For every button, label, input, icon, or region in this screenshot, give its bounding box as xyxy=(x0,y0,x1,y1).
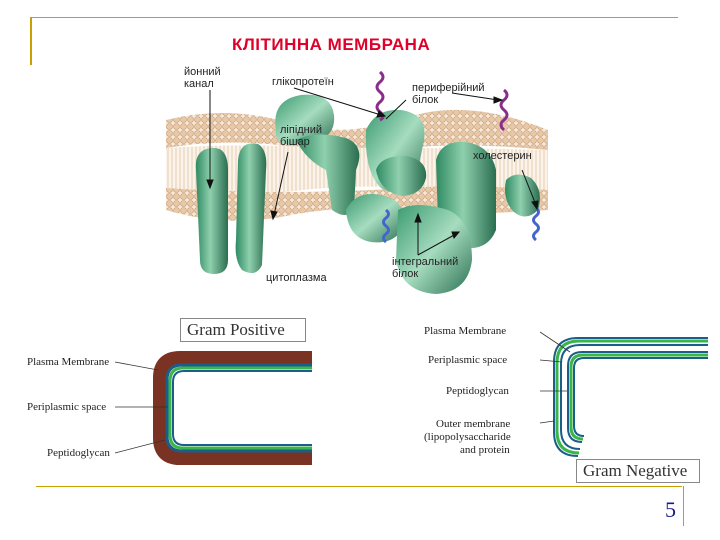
cytoplasm-label: цитоплазма xyxy=(266,272,327,284)
gn-outer-membrane-label: Outer membrane (lipopolysaccharide and p… xyxy=(424,418,540,457)
lipid-bilayer-label: ліпідний бішар xyxy=(280,124,336,148)
cell-membrane-illustration xyxy=(166,60,548,300)
peripheral-protein-text: периферійний білок xyxy=(412,82,485,106)
ion-channel-label: йонний канал xyxy=(184,66,234,90)
bottom-rule xyxy=(36,486,682,487)
top-rule xyxy=(30,17,678,18)
gn-outer-line3: and protein xyxy=(460,444,510,456)
lipid-bilayer-text: ліпідний бішар xyxy=(280,124,323,148)
ion-channel-text: йонний канал xyxy=(184,66,221,90)
gram-positive-title: Gram Positive xyxy=(180,318,306,342)
gn-outer-line1: Outer membrane xyxy=(436,418,511,430)
integral-protein-text: інтегральний білок xyxy=(392,256,459,280)
integral-protein-label: інтегральний білок xyxy=(392,256,472,280)
gram-negative-envelope xyxy=(540,331,708,457)
gn-peptidoglycan-label: Peptidoglycan xyxy=(446,385,509,397)
page-number: 5 xyxy=(665,497,676,522)
left-rule xyxy=(30,17,32,65)
gn-plasma-membrane-label: Plasma Membrane xyxy=(424,325,507,337)
glycoprotein-label: глікопротеїн xyxy=(272,76,334,88)
peripheral-protein-label: периферійний білок xyxy=(412,82,492,106)
gram-positive-envelope xyxy=(114,351,312,465)
gn-outer-line2: (lipopolysaccharide xyxy=(424,431,511,443)
gn-periplasmic-label: Periplasmic space xyxy=(428,354,508,366)
gp-periplasmic-label: Periplasmic space xyxy=(27,401,107,413)
cholesterol-label: холестерин xyxy=(473,150,532,162)
gp-peptidoglycan-label: Peptidoglycan xyxy=(47,447,110,459)
gram-negative-title: Gram Negative xyxy=(576,459,700,483)
right-rule xyxy=(683,486,684,526)
slide-title: КЛІТИННА МЕМБРАНА xyxy=(232,35,431,54)
gp-plasma-membrane-label: Plasma Membrane xyxy=(27,356,110,368)
